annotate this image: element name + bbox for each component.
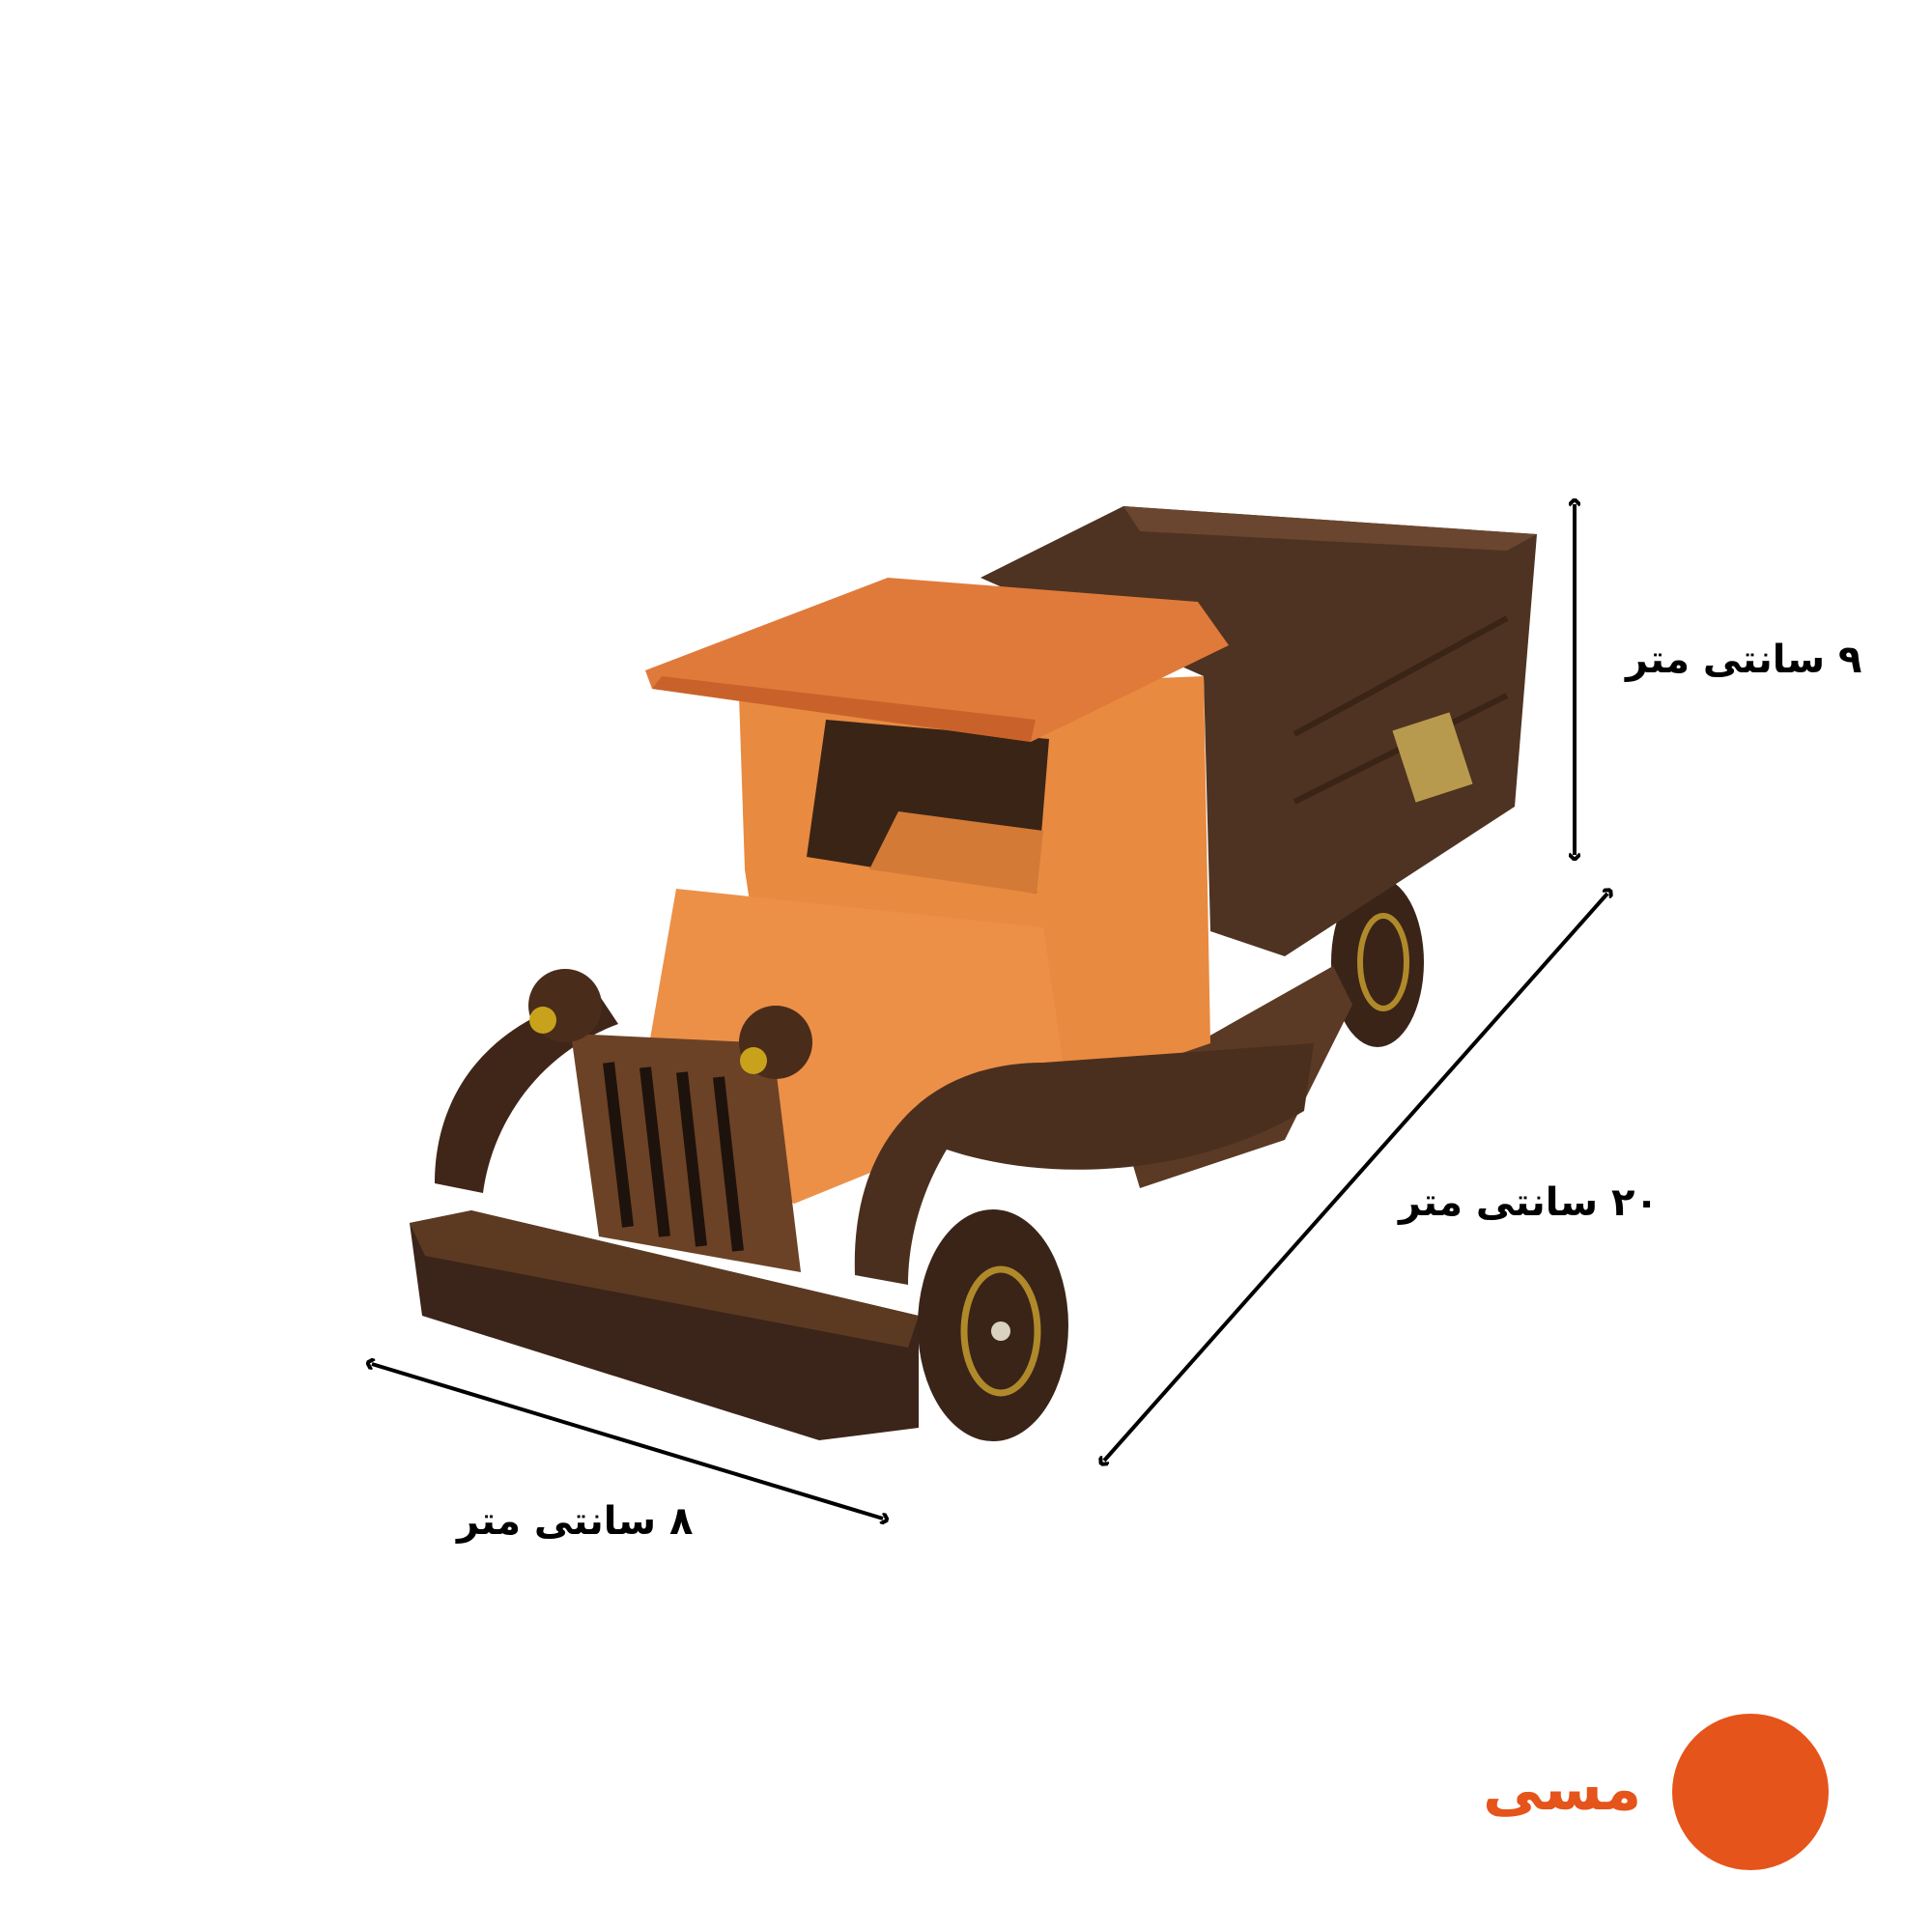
length-arrow: [1104, 894, 1607, 1461]
length-label: ۲۰ سانتی متر: [1399, 1180, 1659, 1225]
width-arrow: [372, 1364, 883, 1519]
height-label: ۹ سانتی متر: [1626, 638, 1862, 682]
brand-plate: [1392, 712, 1473, 803]
color-name-label: مسی: [1483, 1753, 1642, 1824]
width-label: ۸ سانتی متر: [457, 1499, 694, 1544]
color-swatch[interactable]: [1672, 1714, 1829, 1870]
wooden-truck-image: [410, 506, 1537, 1441]
left-fender: [435, 995, 618, 1193]
